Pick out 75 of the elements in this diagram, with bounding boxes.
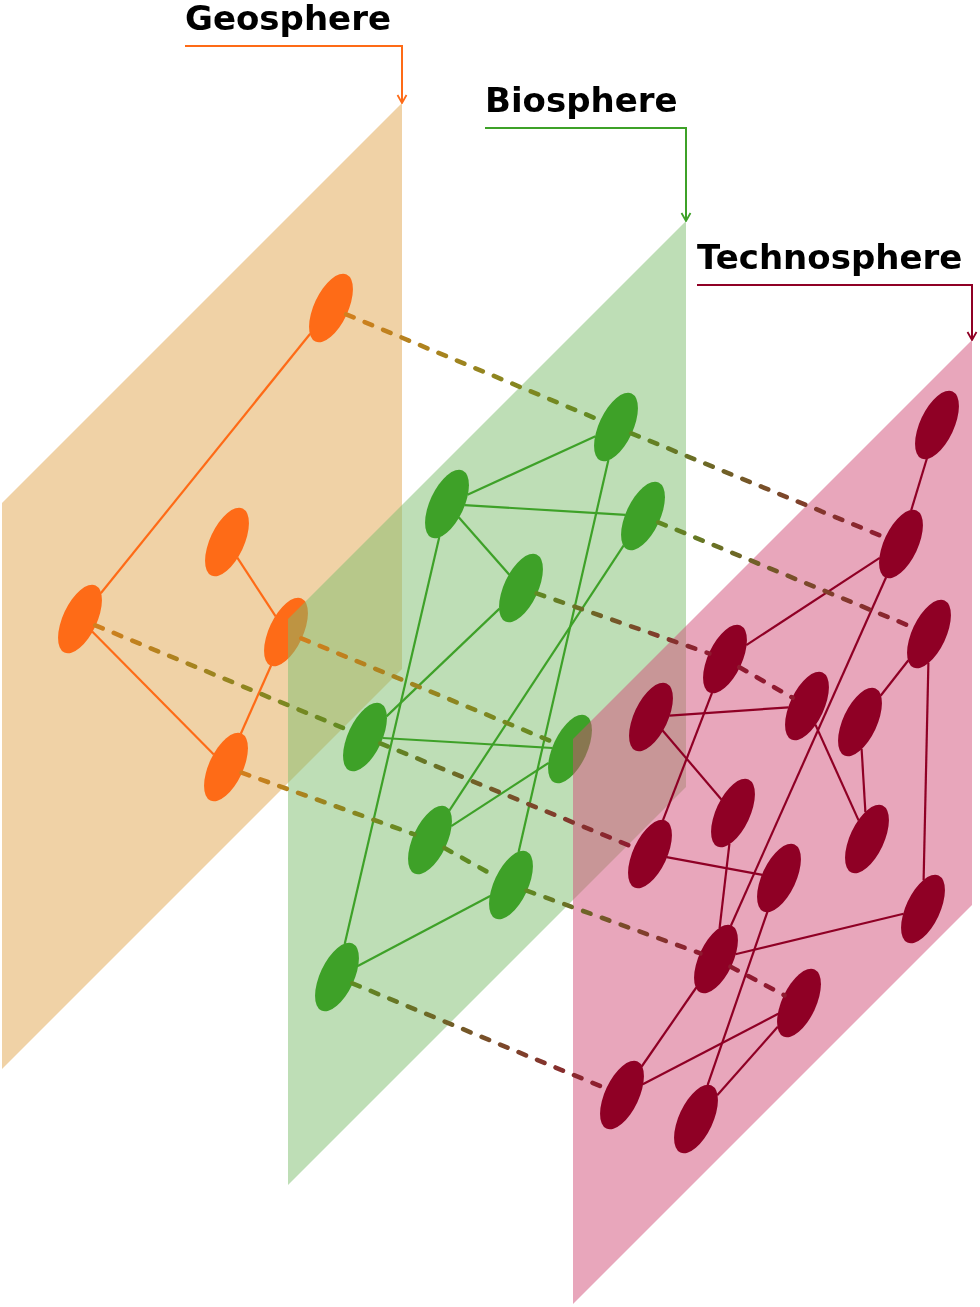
- link-line: [745, 556, 881, 647]
- network-node: [548, 714, 592, 784]
- leader-arrow: [185, 44, 408, 104]
- link-line: [448, 544, 625, 812]
- network-node: [309, 273, 353, 343]
- link-line: [382, 736, 553, 750]
- network-node: [629, 682, 673, 752]
- link-line: [239, 664, 273, 735]
- layer-plane: [573, 340, 972, 1304]
- network-node: [621, 481, 665, 551]
- leader-arrow: [697, 283, 978, 341]
- link-line: [343, 536, 441, 945]
- network-node: [594, 392, 638, 462]
- link-line: [236, 557, 277, 617]
- network-node: [628, 819, 672, 889]
- network-node: [489, 850, 533, 920]
- network-node: [600, 1060, 644, 1130]
- dashed-link: [239, 770, 417, 837]
- network-node: [205, 507, 249, 577]
- link-line: [910, 458, 928, 511]
- network-node: [757, 843, 801, 913]
- network-node: [499, 553, 543, 623]
- network-node: [777, 968, 821, 1038]
- link-line: [91, 630, 215, 756]
- layer-plane: [288, 221, 686, 1185]
- dashed-link: [737, 664, 795, 701]
- network-node: [315, 942, 359, 1012]
- leader-arrow: [485, 126, 692, 222]
- network-node: [674, 1084, 718, 1154]
- network-node: [845, 804, 889, 874]
- network-node: [711, 778, 755, 848]
- link-line: [661, 729, 723, 801]
- link-line: [467, 435, 596, 496]
- link-line: [669, 706, 789, 717]
- link-line: [385, 607, 501, 718]
- layer-label: Biosphere: [485, 82, 678, 127]
- network-node: [204, 732, 248, 802]
- network-node: [785, 671, 829, 741]
- link-line: [922, 662, 930, 881]
- link-line: [860, 748, 867, 813]
- link-line: [666, 856, 763, 876]
- link-line: [718, 843, 731, 929]
- network-node: [901, 874, 945, 944]
- dashed-link: [534, 591, 712, 656]
- network-node: [58, 584, 102, 654]
- link-line: [729, 576, 888, 927]
- network-node: [343, 702, 387, 772]
- link-line: [735, 912, 904, 956]
- link-line: [879, 659, 910, 697]
- layer-label: Technosphere: [697, 239, 963, 284]
- link-line: [517, 459, 610, 853]
- network-node: [703, 624, 747, 694]
- network-node: [694, 924, 738, 994]
- dashed-link: [728, 964, 787, 998]
- link-line: [716, 1026, 779, 1096]
- network-node: [264, 597, 308, 667]
- network-node: [879, 509, 923, 579]
- link-line: [706, 911, 769, 1086]
- network-node: [915, 390, 959, 460]
- network-node: [408, 805, 452, 875]
- network-node: [425, 469, 469, 539]
- link-line: [457, 516, 511, 576]
- layer-plane: [2, 103, 402, 1069]
- link-line: [99, 333, 312, 594]
- link-line: [464, 504, 626, 516]
- dashed-link: [524, 888, 703, 956]
- link-line: [814, 724, 860, 821]
- link-line: [661, 692, 714, 821]
- link-line: [357, 895, 491, 967]
- network-node: [838, 687, 882, 757]
- layer-label: Geosphere: [185, 0, 391, 45]
- network-node: [907, 599, 951, 669]
- link-line: [450, 761, 550, 828]
- link-line: [642, 1012, 779, 1086]
- link-line: [640, 986, 698, 1068]
